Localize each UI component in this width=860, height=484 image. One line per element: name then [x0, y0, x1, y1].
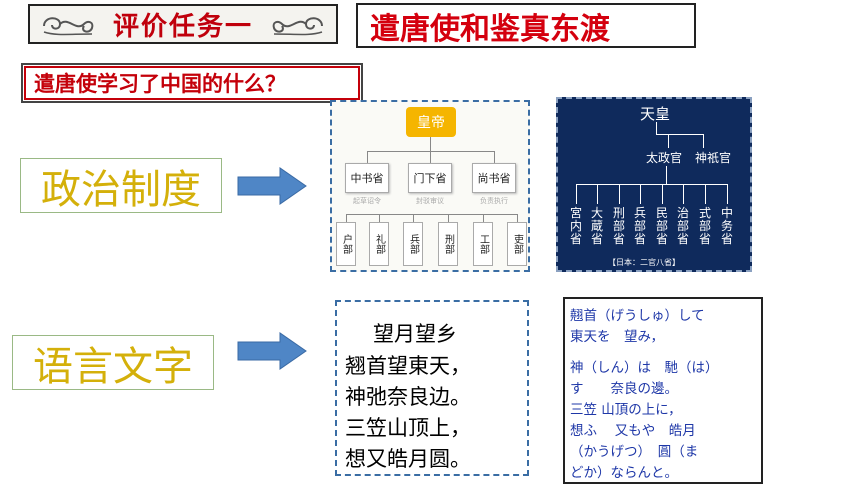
- tenno-node: 天皇: [640, 105, 671, 123]
- ministry-node: 工部: [473, 222, 493, 266]
- cloud-scroll-right-icon: [272, 17, 323, 36]
- poem-line: 三笠山顶上，: [345, 416, 471, 440]
- poem-line: 神弛奈良边。: [345, 385, 471, 409]
- ministry-node: 兵部: [403, 222, 423, 266]
- ministry-node: 户部: [336, 222, 356, 266]
- council-node: 神祇官: [695, 151, 732, 165]
- department-node: 中书省: [345, 163, 389, 193]
- ministry-node: 兵部省: [633, 206, 646, 246]
- task-banner: 评价任务一: [28, 4, 338, 44]
- task-title: 评价任务一: [112, 11, 253, 42]
- poem-line: 翹首（げうしゅ）して: [570, 308, 705, 324]
- ministry-node: 治部省: [676, 206, 689, 246]
- tag-politics: 政治制度: [20, 158, 222, 213]
- poem-title: 望月望乡: [373, 322, 457, 346]
- poem-line: （かうげつ） 圓（ま: [570, 444, 699, 460]
- department-note: 起草诏令: [353, 197, 381, 205]
- japan-government-diagram: 天皇 太政官 神祇官 宮内省 大蔵省 刑部省 兵部省 民部省 治部省 式部省 中…: [556, 97, 752, 272]
- poem-line: 三笠 山頂の上に，: [570, 402, 682, 418]
- diagram-caption: 【日本：二官八省】: [608, 258, 680, 267]
- tag-language: 语言文字: [12, 335, 214, 390]
- poem-line: 神（しん）は 馳（は）: [570, 360, 719, 376]
- arrow-right-icon: [237, 167, 307, 205]
- ministry-node: 礼部: [369, 222, 389, 266]
- poem-line: 想ふ 又もや 皓月: [570, 423, 696, 439]
- japanese-poem-box: 翹首（げうしゅ）して 東天を 望み， 神（しん）は 馳（は） す 奈良の邊。 三…: [563, 297, 763, 484]
- poem-line: どか）ならんと。: [570, 465, 678, 481]
- ministry-node: 宮内省: [569, 206, 582, 246]
- question-text: 遣唐使学习了中国的什么？: [34, 72, 286, 96]
- poem-line: 翘首望東天，: [345, 354, 471, 378]
- ministry-node: 民部省: [655, 206, 668, 246]
- department-node: 尚书省: [472, 163, 516, 193]
- department-note: 负责执行: [480, 197, 508, 205]
- department-note: 封驳审议: [416, 197, 444, 205]
- arrow-right-icon: [237, 332, 307, 370]
- ministry-node: 刑部: [438, 222, 458, 266]
- ministry-node: 大蔵省: [590, 206, 603, 246]
- chinese-poem-box: 望月望乡 翘首望東天， 神弛奈良边。 三笠山顶上， 想又皓月圆。: [335, 300, 529, 476]
- china-government-diagram: 皇帝 中书省 门下省 尚书省 起草诏令 封驳审议 负责执行 户部 礼部 兵部 刑…: [330, 100, 530, 272]
- ministry-node: 刑部省: [612, 206, 625, 246]
- poem-line: 想又皓月圆。: [345, 447, 471, 471]
- topic-title: 遣唐使和鉴真东渡: [370, 11, 610, 47]
- council-node: 太政官: [646, 151, 683, 165]
- ministry-node: 吏部: [507, 222, 527, 266]
- cloud-scroll-left-icon: [43, 17, 94, 36]
- topic-title-box: 遣唐使和鉴真东渡: [356, 3, 696, 48]
- department-node: 门下省: [408, 163, 452, 193]
- emperor-node: 皇帝: [406, 107, 456, 137]
- poem-line: 東天を 望み，: [570, 329, 664, 345]
- ministry-node: 中务省: [720, 206, 733, 246]
- question-box: 遣唐使学习了中国的什么？: [21, 63, 363, 103]
- poem-line: す 奈良の邊。: [570, 381, 678, 397]
- ministry-node: 式部省: [698, 206, 711, 246]
